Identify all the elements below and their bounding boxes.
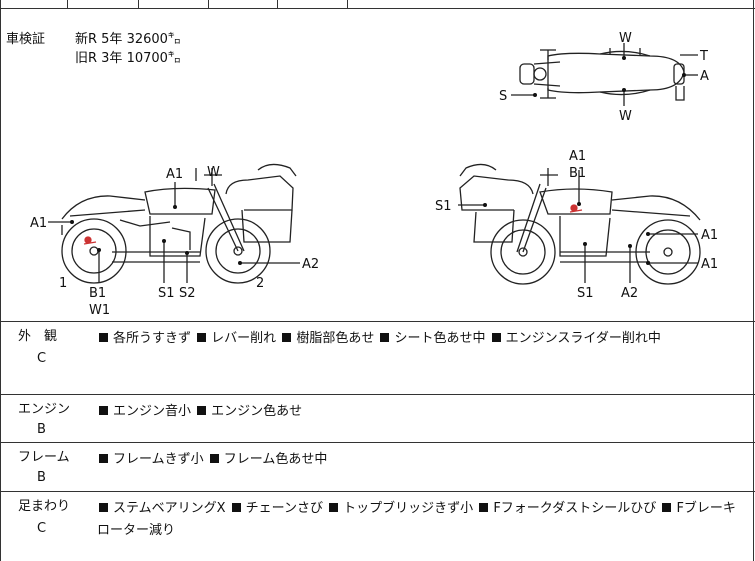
label-left-a1: A1 [30, 216, 47, 231]
bullet-icon [380, 333, 390, 342]
label-left-1: 1 [59, 276, 67, 291]
label-top-a: A [700, 69, 709, 84]
label-left-a1-top: A1 [166, 167, 183, 182]
section-grade: C [37, 351, 47, 366]
section-frame: フレーム B フレームきず小 フレーム色あせ中 [0, 443, 755, 492]
bullet-icon [662, 503, 672, 512]
label-right-a1-b: A1 [701, 257, 718, 272]
label-top-s: S [499, 89, 507, 104]
bullet-icon [209, 454, 219, 463]
section-items: エンジン音小 エンジン色あせ [97, 401, 742, 423]
bullet-icon [479, 503, 489, 512]
section-items: フレームきず小 フレーム色あせ中 [97, 449, 742, 471]
section-grade: B [37, 422, 46, 437]
list-item: Fブレーキローター減り [97, 501, 736, 538]
bullet-icon [282, 333, 292, 342]
inspection-diagram-panel: 車検証 新R 5年 32600㌔ 旧R 3年 10700㌔ [0, 8, 755, 322]
bullet-icon [99, 503, 108, 512]
label-left-2: 2 [256, 276, 264, 291]
bullet-icon [197, 333, 207, 342]
bullet-icon [491, 333, 501, 342]
label-left-a2: A2 [302, 257, 319, 272]
section-category: 外 観 [18, 329, 58, 344]
label-top-w2: W [619, 109, 632, 124]
section-category: エンジン [18, 402, 71, 417]
section-items: ステムベアリングX チェーンさび トップブリッジきず小 Fフォークダストシールひ… [97, 498, 742, 542]
bullet-icon [231, 503, 241, 512]
bike-diagrams: W T A S W A1 W A1 A2 1 2 B1 W1 S1 S2 A1 … [30, 31, 718, 318]
section-category: 足まわり [18, 499, 71, 514]
section-category: フレーム [18, 450, 70, 465]
list-item: Fフォークダストシールひび [493, 501, 657, 516]
registration-label: 車検証 [6, 32, 46, 47]
list-item: シート色あせ中 [394, 331, 486, 346]
list-item: 樹脂部色あせ [296, 331, 375, 346]
section-suspension: 足まわり C ステムベアリングX チェーンさび トップブリッジきず小 Fフォーク… [0, 492, 755, 561]
registration-new: 新R 5年 32600㌔ [75, 32, 181, 47]
bullet-icon [197, 406, 207, 415]
list-item: エンジン色あせ [211, 404, 303, 419]
section-engine: エンジン B エンジン音小 エンジン色あせ [0, 395, 755, 443]
list-item: トップブリッジきず小 [343, 501, 474, 516]
list-item: フレーム色あせ中 [223, 452, 328, 467]
list-item: チェーンさび [245, 501, 324, 516]
label-left-w-top: W [207, 165, 220, 180]
list-item: エンジン音小 [113, 404, 192, 419]
list-item: エンジンスライダー削れ中 [505, 331, 661, 346]
top-strip [0, 0, 755, 9]
label-left-w1: W1 [89, 303, 110, 318]
section-grade: B [37, 470, 46, 485]
label-top-w: W [619, 31, 632, 46]
label-right-a1-top: A1 [569, 149, 586, 164]
label-left-s2: S2 [179, 286, 196, 301]
list-item: フレームきず小 [113, 452, 204, 467]
list-item: 各所うすきず [113, 331, 192, 346]
label-right-b1-top: B1 [569, 166, 586, 181]
list-item: レバー削れ [211, 331, 277, 346]
label-right-s1: S1 [577, 286, 594, 301]
bullet-icon [99, 454, 108, 463]
bullet-icon [99, 406, 108, 415]
left-view-bike [61, 163, 297, 284]
label-right-s1-side: S1 [435, 199, 452, 214]
bullet-icon [329, 503, 339, 512]
section-items: 各所うすきず レバー削れ 樹脂部色あせ シート色あせ中 エンジンスライダー削れ中 [97, 328, 742, 350]
bullet-icon [99, 333, 108, 342]
section-exterior: 外 観 C 各所うすきず レバー削れ 樹脂部色あせ シート色あせ中 エンジンスラ… [0, 322, 755, 395]
label-left-b1: B1 [89, 286, 106, 301]
right-view-bike [459, 163, 701, 285]
label-right-a1-a: A1 [701, 228, 718, 243]
top-view-bike [519, 48, 685, 101]
section-grade: C [37, 521, 47, 536]
label-top-t: T [699, 49, 708, 64]
registration-old: 旧R 3年 10700㌔ [75, 51, 181, 66]
label-right-a2: A2 [621, 286, 638, 301]
label-left-s1: S1 [158, 286, 175, 301]
list-item: ステムベアリングX [113, 501, 226, 516]
